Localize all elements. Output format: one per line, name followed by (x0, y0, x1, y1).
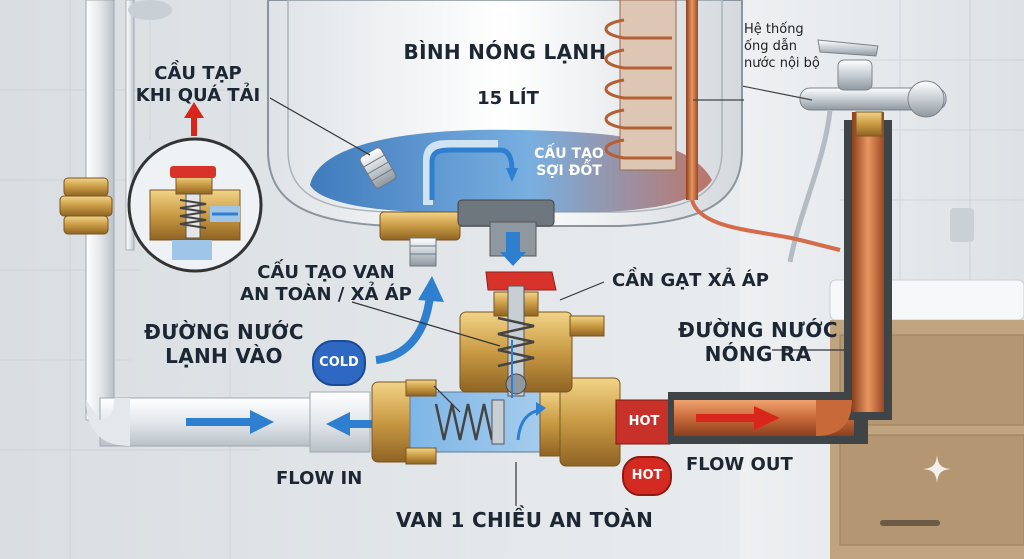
safety-valve-label: CẤU TẠO VAN AN TOÀN / XẢ ÁP (236, 262, 416, 305)
overload-label-line2: KHI QUÁ TẢI (135, 84, 261, 106)
heating-element-label: CẤU TẠO SỢI ĐỐT (524, 146, 614, 180)
hot-outlet-label-line2: NÓNG RA (704, 342, 812, 366)
cold-badge: COLD (312, 340, 366, 386)
cold-inlet-label-line2: LẠNH VÀO (165, 344, 283, 368)
cold-inlet-label: ĐƯỜNG NƯỚC LẠNH VÀO (134, 320, 314, 368)
internal-pipes-label: Hệ thống ống dẫn nước nội bộ (744, 22, 820, 73)
heater-title: BÌNH NÓNG LẠNH (403, 40, 607, 64)
overload-label: CẦU TẠP KHI QUÁ TẢI (128, 63, 268, 106)
heater-capacity: 15 LÍT (477, 88, 539, 109)
sparkle-icon (922, 454, 952, 484)
heating-element-label-line1: CẤU TẠO (534, 146, 604, 162)
internal-pipes-label-line1: Hệ thống (744, 22, 804, 37)
hot-outlet-label-line1: ĐƯỜNG NƯỚC (678, 318, 838, 342)
flow-in-label: FLOW IN (276, 468, 363, 489)
hot-circle-badge: HOT (622, 456, 672, 496)
internal-pipes-label-line2: ống dẫn (744, 38, 798, 54)
overload-label-line1: CẦU TẠP (154, 63, 242, 84)
hot-outlet-label: ĐƯỜNG NƯỚC NÓNG RA (668, 318, 848, 366)
flow-out-label: FLOW OUT (686, 454, 793, 475)
check-valve-label: VAN 1 CHIỀU AN TOÀN (396, 508, 654, 532)
internal-pipes-label-line3: nước nội bộ (744, 55, 820, 71)
safety-valve-label-line2: AN TOÀN / XẢ ÁP (240, 283, 412, 305)
hot-pipe-badge: HOT (628, 414, 660, 429)
safety-valve-label-line1: CẤU TẠO VAN (257, 262, 395, 283)
heating-element-label-line2: SỢI ĐỐT (536, 162, 602, 179)
release-lever-label: CẦN GẠT XẢ ÁP (612, 270, 769, 291)
cold-inlet-label-line1: ĐƯỜNG NƯỚC (144, 320, 304, 344)
